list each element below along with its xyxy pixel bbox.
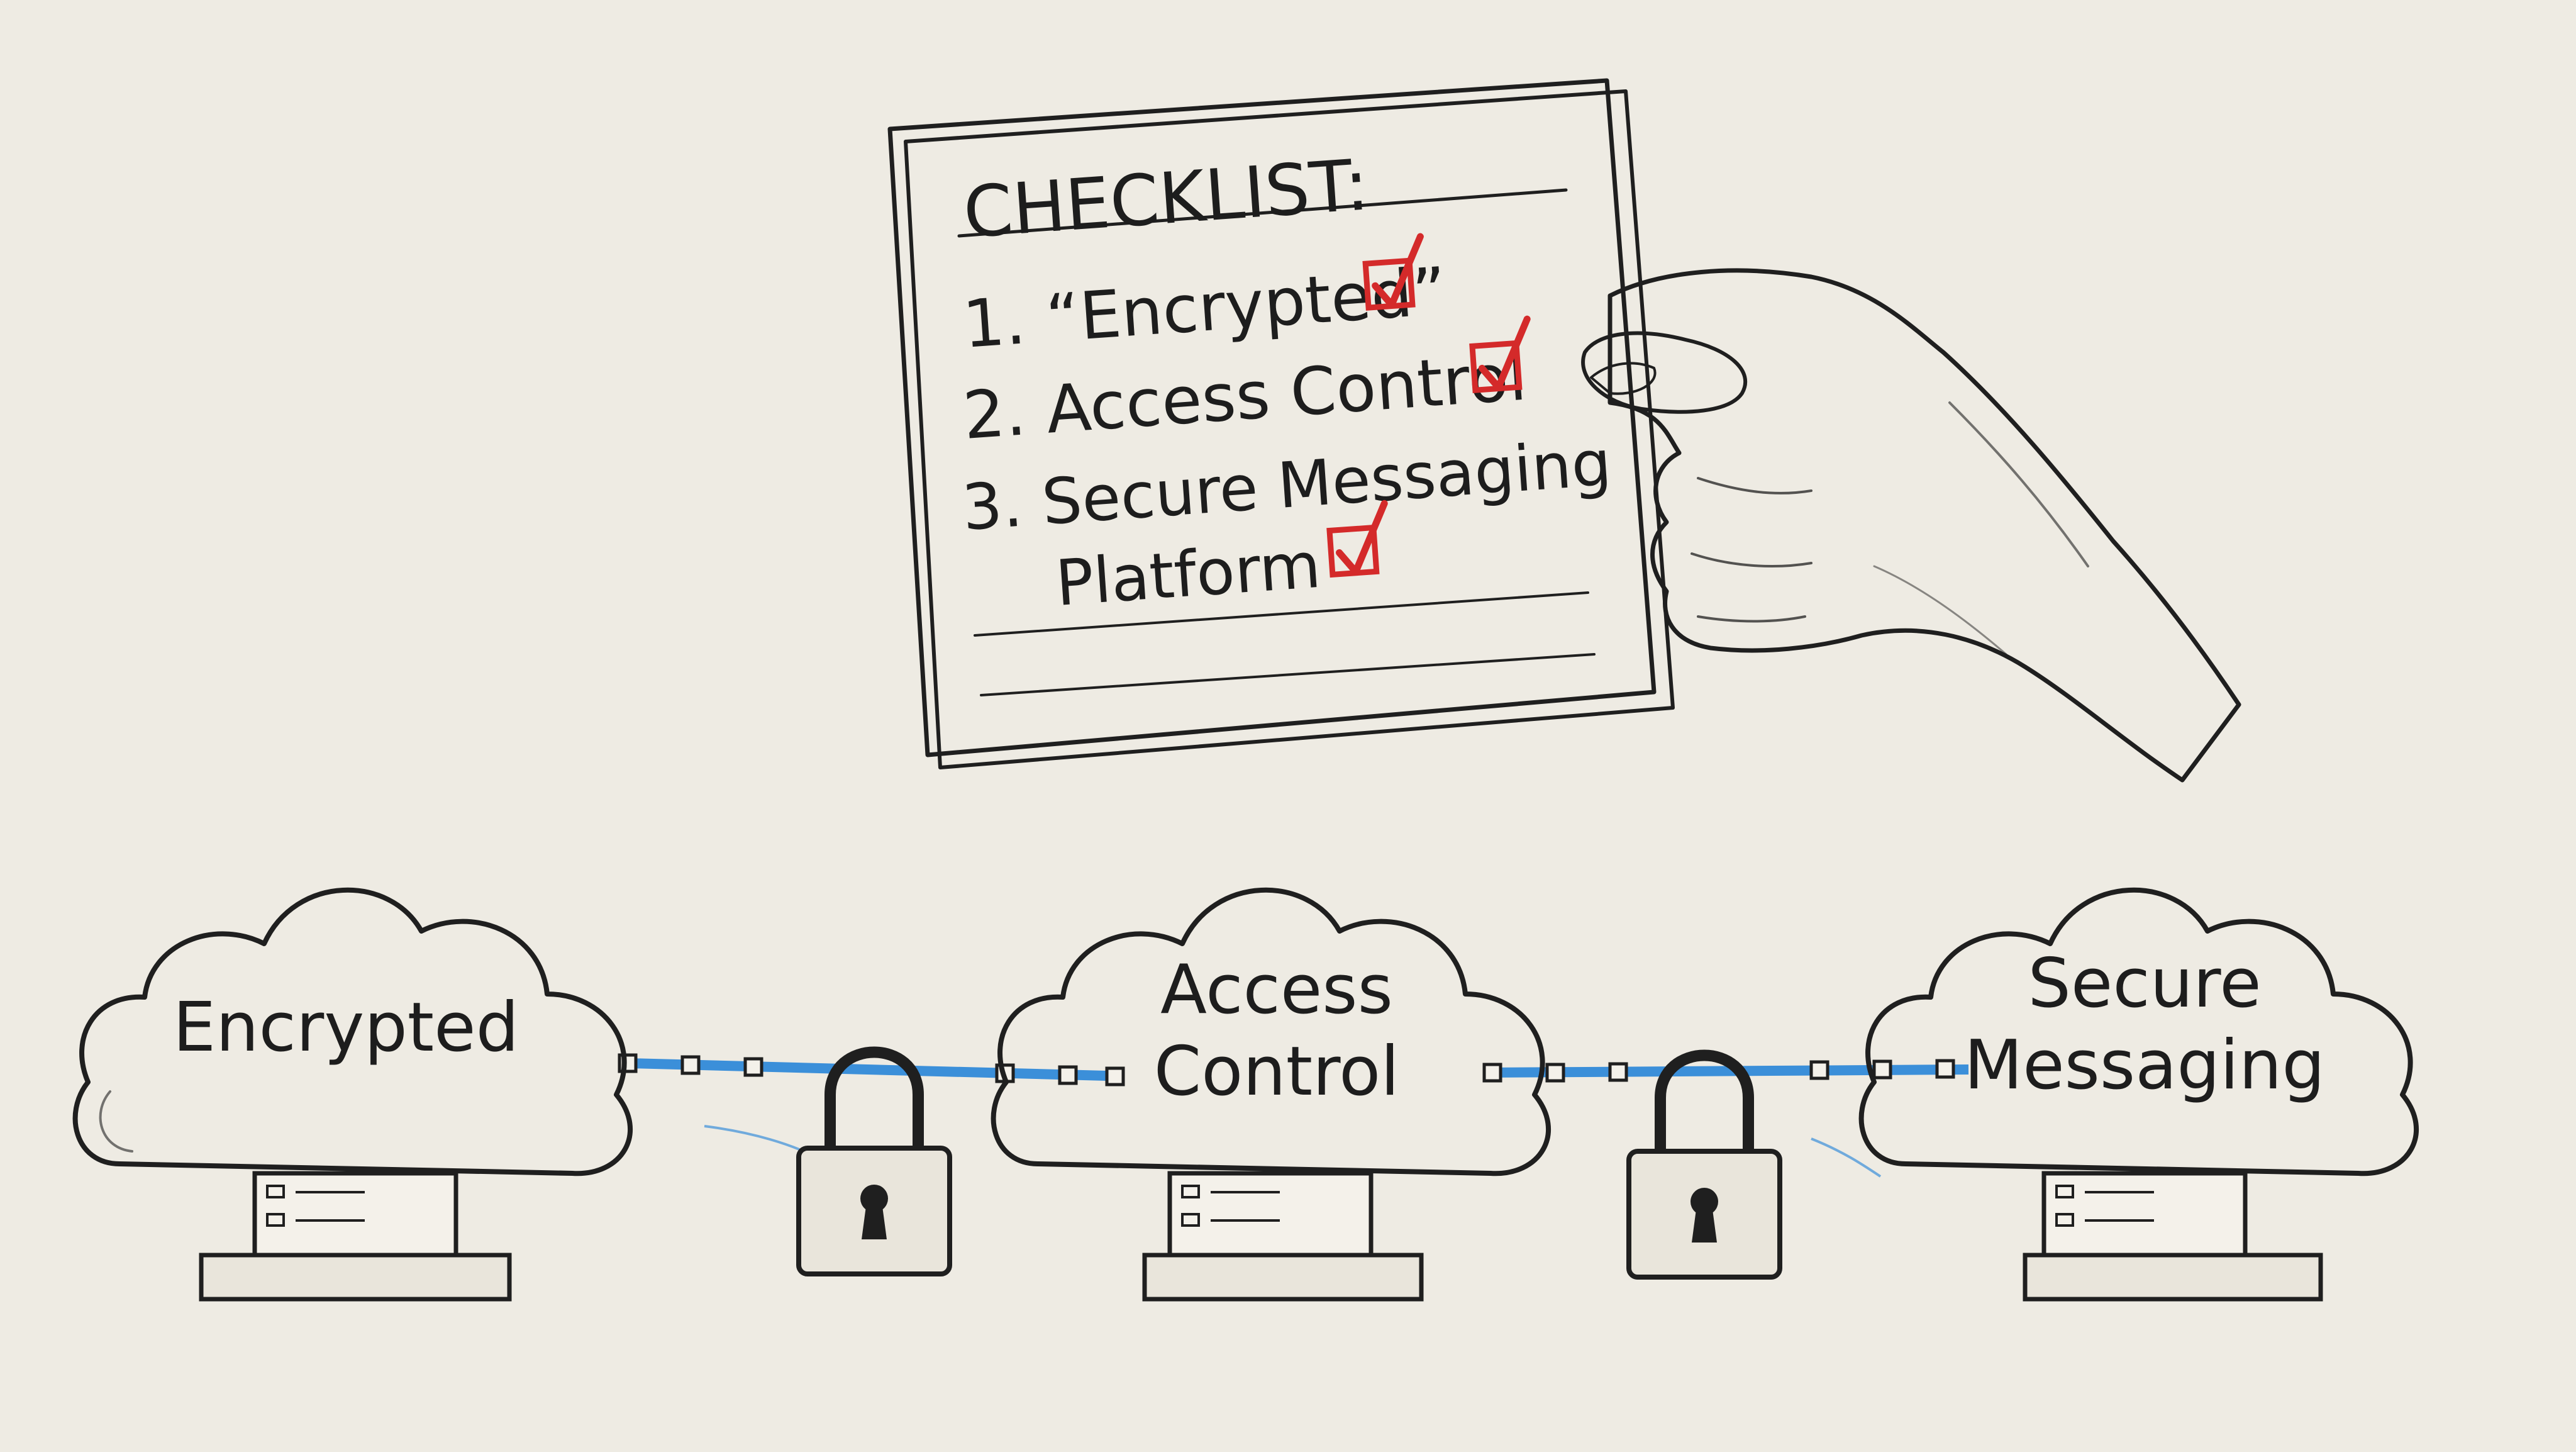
connection-links xyxy=(618,1053,1969,1178)
server-2-label-line-2: Control xyxy=(1154,1032,1399,1111)
checklist-item-1: 1. “Encrypted” xyxy=(960,233,1449,363)
connection-link xyxy=(628,1058,1108,1081)
server-access-control: Access Control xyxy=(991,887,1552,1302)
checkbox-checked-icon xyxy=(1469,315,1531,393)
padlock-icon xyxy=(796,1046,952,1276)
server-3-label-line-1: Secure xyxy=(2028,944,2261,1023)
checklist-title-text: CHECKLIST: xyxy=(961,144,1372,254)
checkbox-checked-icon xyxy=(1326,500,1388,578)
checklist-title: CHECKLIST: xyxy=(961,144,1372,254)
server-2-label-line-1: Access xyxy=(1160,951,1393,1029)
checklist-item-3-line-2: Platform xyxy=(1053,528,1323,620)
server-1-label-line-1: Encrypted xyxy=(173,988,519,1067)
checklist-note: CHECKLIST: 1. “Encrypted” 2. Access Cont… xyxy=(887,78,1675,769)
server-3-label-line-2: Messaging xyxy=(1964,1026,2325,1105)
checkbox-checked-icon xyxy=(1362,233,1424,311)
server-secure-messaging: Secure Messaging xyxy=(1858,887,2419,1302)
hand xyxy=(1581,268,2241,783)
padlock-icon xyxy=(1626,1049,1782,1280)
server-encrypted: Encrypted xyxy=(72,887,633,1302)
